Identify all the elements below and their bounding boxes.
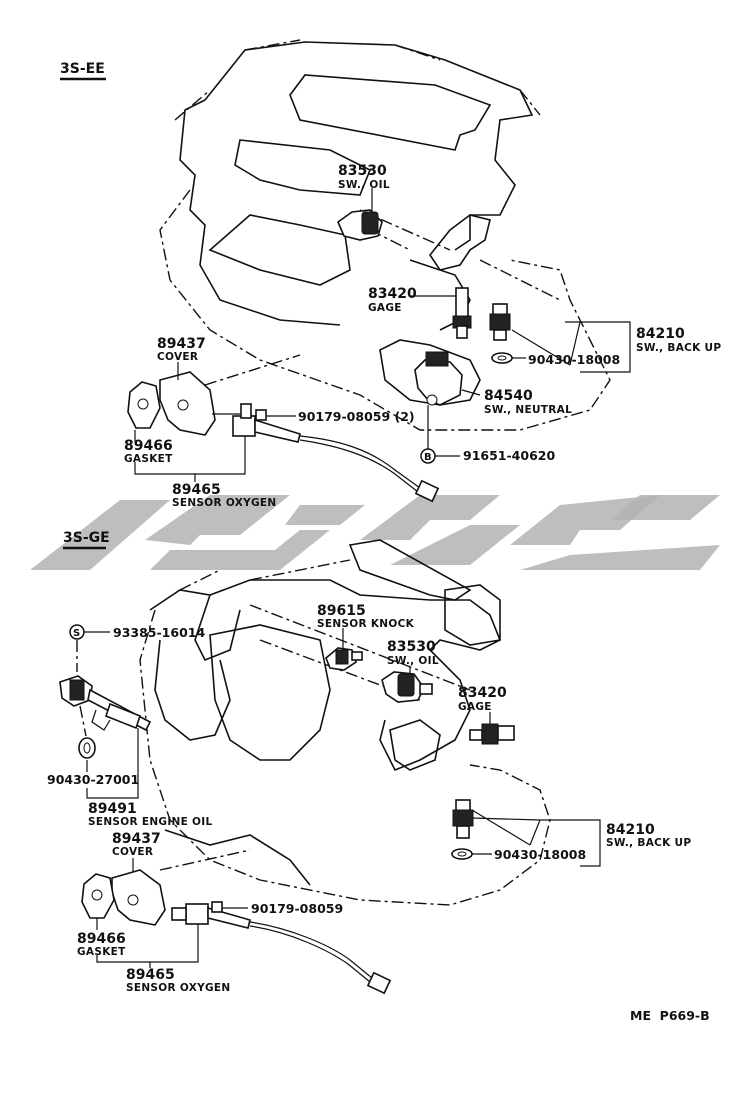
top-90179-number: 90179-08059 (2)	[298, 409, 415, 424]
engine-block-3s-ge	[139, 539, 551, 906]
engine-oil-sensor-89491: 90430-27001 89491 SENSOR ENGINE OIL	[47, 675, 212, 828]
backup-switch-84210: 84210 SW., BACK UP 90430-18008	[489, 303, 721, 373]
gage-83420: 83420 GAGE	[368, 286, 472, 339]
bottom-93385-mark: S	[73, 628, 80, 639]
bottom-89491-number: 89491	[88, 801, 137, 817]
bottom-83420-desc: GAGE	[458, 701, 492, 713]
bottom-83530-desc: SW., OIL	[387, 655, 439, 667]
neutral-switch-84540: 84540 SW., NEUTRAL	[414, 351, 572, 450]
top-89437-number: 89437	[157, 336, 206, 352]
top-84210-desc: SW., BACK UP	[636, 342, 721, 354]
section-3s-ee: 3S-EE 83530 SW., OIL	[60, 39, 721, 509]
bottom-89466-number: 89466	[77, 931, 126, 947]
backup-switch-84210-ge: 84210 SW., BACK UP 90430-18008	[451, 799, 691, 867]
bottom-89491-desc: SENSOR ENGINE OIL	[88, 816, 212, 828]
section-3s-ge: 3S-GE S 93385-16014	[47, 530, 691, 995]
oil-switch-83530-ge: 83530 SW., OIL	[381, 639, 439, 703]
drawing-reference: ME P669-B	[630, 1008, 710, 1023]
bottom-89437-desc: COVER	[112, 846, 153, 858]
top-84540-desc: SW., NEUTRAL	[484, 404, 572, 416]
top-83420-desc: GAGE	[368, 302, 402, 314]
top-91651-mark: B	[424, 452, 432, 463]
bottom-89615-desc: SENSOR KNOCK	[317, 618, 415, 630]
top-84210-number: 84210	[636, 326, 685, 342]
bottom-89437-number: 89437	[112, 831, 161, 847]
top-89466-number: 89466	[124, 438, 173, 454]
top-89465-number: 89465	[172, 482, 221, 498]
engine-block-3s-ee	[159, 39, 611, 431]
bottom-84210-number: 84210	[606, 822, 655, 838]
top-89465-desc: SENSOR OXYGEN	[172, 497, 276, 509]
top-90430-number: 90430-18008	[528, 352, 620, 367]
bottom-89466-desc: GASKET	[77, 946, 126, 958]
oil-switch-83530: 83530 SW., OIL	[337, 163, 390, 241]
bottom-89615-number: 89615	[317, 603, 366, 619]
top-83530-desc: SW., OIL	[338, 179, 390, 191]
oxygen-sensor-group-3s-ee: 90179-08059 (2) 89437 COVER 89466 GASKET…	[124, 336, 440, 509]
bottom-89465-desc: SENSOR OXYGEN	[126, 982, 230, 994]
bottom-93385-number: 93385-16014	[113, 625, 205, 640]
oxygen-sensor-group-3s-ge: 90179-08059 89437 COVER 89466 GASKET 894…	[77, 831, 392, 995]
top-84540-number: 84540	[484, 388, 533, 404]
section-title-3s-ee: 3S-EE	[60, 61, 105, 77]
knock-sensor-89615: 89615 SENSOR KNOCK	[317, 603, 415, 671]
bottom-83530-number: 83530	[387, 639, 436, 655]
bottom-90430-18008-number: 90430-18008	[494, 847, 586, 862]
bottom-90179-number: 90179-08059	[251, 901, 343, 916]
section-title-3s-ge: 3S-GE	[63, 530, 110, 546]
bottom-83420-number: 83420	[458, 685, 507, 701]
top-89437-desc: COVER	[157, 351, 198, 363]
bolt-91651-40620: B 91651-40620	[420, 448, 555, 464]
top-91651-number: 91651-40620	[463, 448, 555, 463]
bottom-84210-desc: SW., BACK UP	[606, 837, 691, 849]
top-83530-number: 83530	[338, 163, 387, 179]
top-89466-desc: GASKET	[124, 453, 173, 465]
bottom-90430-27001-number: 90430-27001	[47, 772, 139, 787]
stud-93385-16014: S 93385-16014	[69, 624, 205, 672]
bottom-89465-number: 89465	[126, 967, 175, 983]
gage-83420-ge: 83420 GAGE	[458, 685, 515, 745]
watermark-logo	[30, 495, 720, 570]
top-83420-number: 83420	[368, 286, 417, 302]
